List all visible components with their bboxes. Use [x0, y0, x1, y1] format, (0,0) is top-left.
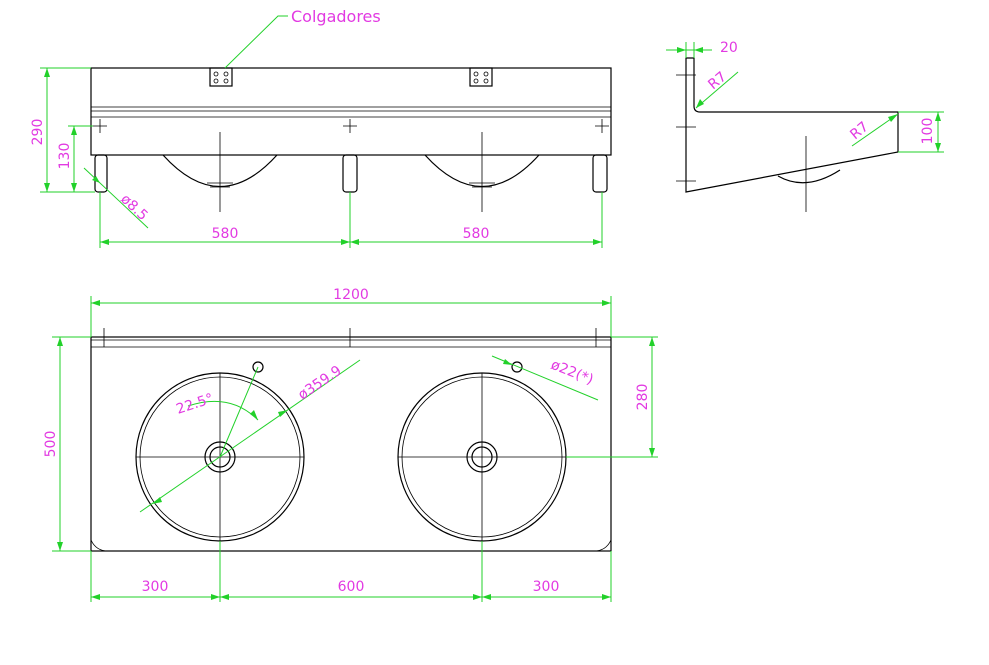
front-bracket-left: [94, 154, 108, 193]
front-span-right-value: 580: [463, 226, 490, 242]
bracket-cross-left: [93, 119, 107, 133]
plan-view: [90, 328, 612, 552]
dim-side-top: 20: [666, 40, 738, 58]
side-radius-top-value: R7: [705, 69, 730, 93]
side-height-value: 100: [920, 118, 936, 145]
front-span-left-value: 580: [212, 226, 239, 242]
side-marks: [676, 74, 696, 182]
dim-tap-hole: ø22(*): [491, 355, 599, 401]
side-bowl: [777, 169, 841, 184]
dim-bracket-hole: ø8.5: [83, 167, 151, 229]
side-view: [676, 57, 899, 212]
dim-depth: 500: [43, 336, 91, 552]
dim-front-height: 290: [30, 67, 95, 193]
hanger-right: [469, 67, 493, 87]
front-bracket-right: [592, 154, 608, 193]
side-radius-right-value: R7: [847, 119, 872, 143]
dim-bowl-center: 280: [566, 336, 658, 458]
hangers-callout: Colgadores: [224, 7, 381, 69]
tap-hole-right: [511, 361, 523, 373]
left-edge-value: 300: [142, 579, 169, 595]
front-bracket-mid: [342, 154, 358, 193]
bowl-diameter-value: ø359.9: [295, 363, 344, 403]
hangers-label: Colgadores: [291, 7, 381, 26]
bracket-cross-mid: [343, 119, 357, 133]
front-view: [90, 67, 612, 212]
plan-front-corners: [90, 539, 612, 552]
bowl-to-bowl-value: 600: [338, 579, 365, 595]
dim-total-width: 1200: [90, 287, 612, 337]
right-edge-value: 300: [533, 579, 560, 595]
dim-side-radius-right: R7: [847, 113, 899, 147]
side-profile: [685, 57, 899, 193]
front-body-outline: [90, 67, 612, 156]
front-height-value: 290: [30, 119, 46, 146]
tap-hole-left: [252, 361, 264, 373]
dim-plan-spans: 300 600 300: [90, 541, 612, 602]
dim-side-height: 100: [898, 111, 944, 153]
depth-value: 500: [43, 431, 59, 458]
dim-side-radius-top: R7: [695, 69, 739, 109]
front-lower-value: 130: [57, 143, 73, 170]
plan-outline: [90, 336, 612, 552]
bracket-cross-right: [595, 119, 609, 133]
dim-front-spans: 580 580: [99, 192, 603, 248]
dim-angle: 22.5°: [174, 366, 259, 458]
side-top-value: 20: [720, 40, 738, 56]
angle-value: 22.5°: [174, 391, 215, 418]
bracket-hole-value: ø8.5: [117, 191, 150, 224]
tap-hole-value: ø22(*): [549, 357, 596, 388]
bowl-center-value: 280: [635, 384, 651, 411]
dim-front-lower: 130: [57, 125, 95, 193]
total-width-value: 1200: [333, 287, 369, 303]
hanger-left: [209, 67, 233, 87]
plan-bracket-ticks: [103, 328, 597, 347]
